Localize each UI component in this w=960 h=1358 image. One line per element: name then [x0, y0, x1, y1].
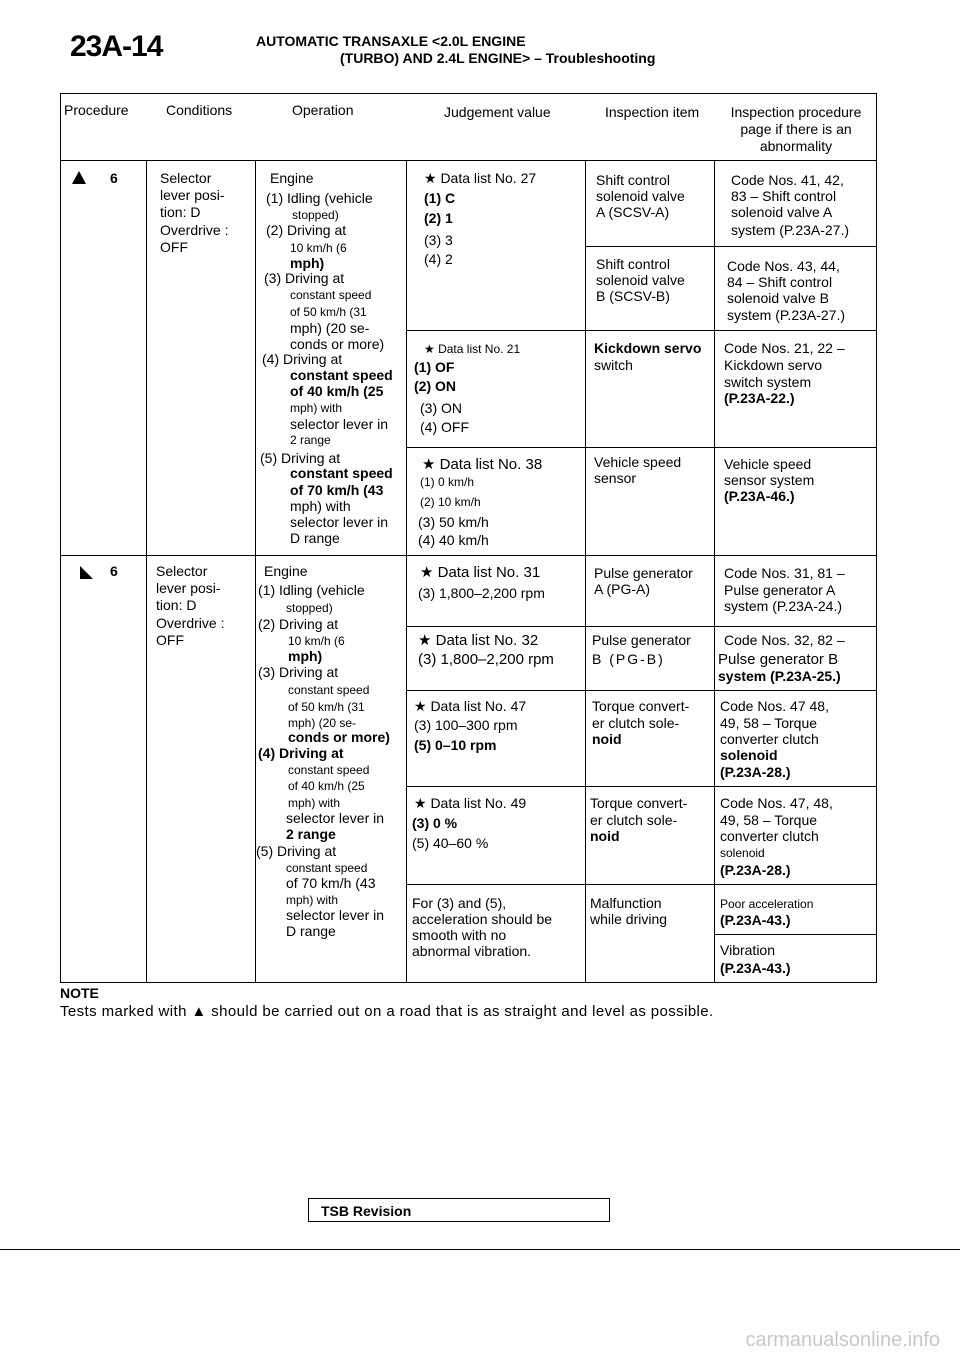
col-divider-3 [406, 160, 407, 983]
procedure-number: 6 [110, 563, 118, 579]
road-test-marker-icon [72, 171, 86, 184]
subrow-divider [585, 246, 877, 247]
col-header-judgement: Judgement value [444, 104, 551, 120]
page-number: 23A-14 [70, 30, 163, 63]
col-divider-5 [714, 160, 715, 983]
col-divider-4 [585, 160, 586, 983]
subrow-divider [406, 626, 877, 627]
watermark-text: carmanualsonline.info [745, 1329, 940, 1351]
col-divider-1 [146, 160, 147, 983]
footer-rule [0, 1249, 960, 1250]
row-divider [60, 555, 877, 556]
subrow-divider [406, 330, 877, 331]
procedure-number: 6 [110, 170, 118, 186]
subrow-divider [406, 786, 877, 787]
note-title: NOTE [60, 985, 99, 1001]
header-title-line2: (TURBO) AND 2.4L ENGINE> – Troubleshooti… [340, 50, 656, 66]
table-left-border [60, 93, 61, 983]
col-header-conditions: Conditions [166, 102, 233, 118]
subrow-divider [406, 884, 877, 885]
note-text: Tests marked with ▲ should be carried ou… [60, 1003, 714, 1020]
subrow-divider [406, 690, 877, 691]
col-header-inspection-page: Inspection procedure page if there is an… [730, 104, 862, 154]
road-test-marker-icon [80, 566, 93, 579]
subrow-divider [406, 447, 877, 448]
table-right-border [876, 93, 877, 983]
subrow-divider [714, 934, 877, 935]
table-top-border [60, 93, 877, 94]
tsb-revision-box: TSB Revision [308, 1198, 610, 1222]
header-title-line1: AUTOMATIC TRANSAXLE <2.0L ENGINE [256, 33, 526, 49]
header-divider [60, 160, 877, 161]
col-header-procedure: Procedure [64, 102, 129, 118]
table-bottom-border [60, 982, 877, 983]
col-header-inspection-item: Inspection item [605, 104, 700, 120]
col-header-operation: Operation [292, 102, 354, 118]
col-divider-2 [255, 160, 256, 983]
